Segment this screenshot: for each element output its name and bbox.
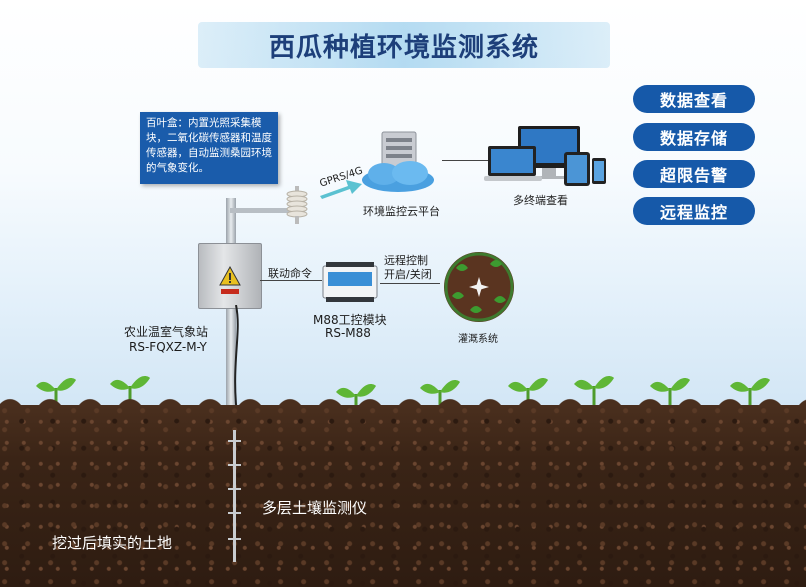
data-view-button[interactable]: 数据查看: [633, 85, 755, 113]
probe-sensor-mark: [228, 512, 241, 514]
module-name: M88工控模块: [313, 313, 387, 327]
station-pole: [226, 198, 236, 430]
title-banner: 西瓜种植环境监测系统: [198, 22, 610, 68]
module-irrigation-connector: [380, 283, 440, 284]
warning-plate: [221, 289, 239, 294]
station-module-connector: [260, 280, 322, 281]
probe-sensor-mark: [228, 464, 241, 466]
cloud-platform-label: 环境监控云平台: [363, 205, 440, 218]
louver-box-note: 百叶盒：内置光照采集模块，二氧化碳传感器和温度传感器，自动监测桑园环境的气象变化…: [140, 112, 278, 184]
probe-sensor-mark: [228, 488, 241, 490]
data-storage-button[interactable]: 数据存储: [633, 123, 755, 151]
irrigation-label: 灌溉系统: [458, 334, 498, 345]
m88-module-icon: [322, 262, 378, 302]
probe-sensor-mark: [228, 440, 241, 442]
remote-control-label: 远程控制: [384, 254, 428, 267]
linkage-command-label: 联动命令: [268, 267, 312, 280]
warning-icon: [219, 266, 241, 286]
soil-monitor-label: 多层土壤监测仪: [262, 499, 368, 517]
backfill-label: 挖过后填实的土地: [52, 534, 173, 552]
irrigation-icon: [444, 252, 514, 322]
cloud-server-icon: [362, 131, 434, 192]
louver-box-icon: [286, 186, 308, 224]
soil-probe: [233, 430, 236, 562]
terminal-devices-icon: [484, 126, 606, 186]
cloud-terminal-connector: [442, 160, 488, 161]
station-model: RS-FQXZ-M-Y: [129, 340, 207, 354]
sensor-arm: [230, 208, 300, 213]
remote-monitor-button[interactable]: 远程监控: [633, 197, 755, 225]
overlimit-alarm-button[interactable]: 超限告警: [633, 160, 755, 188]
module-model: RS-M88: [325, 326, 371, 340]
terminal-label: 多终端查看: [513, 194, 568, 207]
station-name: 农业温室气象站: [124, 325, 209, 339]
probe-sensor-mark: [228, 538, 241, 540]
open-close-label: 开启/关闭: [384, 268, 432, 281]
wireless-arrow-icon: [320, 180, 362, 199]
soil-ground: [0, 405, 806, 587]
page-title: 西瓜种植环境监测系统: [268, 32, 539, 63]
station-control-box: [198, 243, 262, 309]
